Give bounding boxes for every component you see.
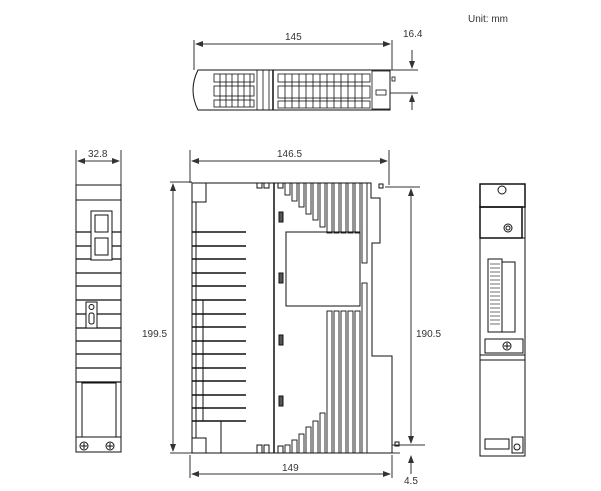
dim-top-width: 145 (285, 32, 302, 43)
dim-top-depth: 16.4 (403, 29, 423, 40)
left-side-view (75, 150, 122, 453)
front-view (170, 150, 425, 478)
top-view (192, 40, 418, 111)
right-side-view (479, 183, 526, 457)
dim-front-height-right: 190.5 (416, 329, 442, 340)
unit-label: Unit: mm (468, 14, 508, 25)
dim-bottom-offset: 4.5 (404, 476, 418, 487)
dim-side-width: 32.8 (88, 149, 108, 160)
dim-front-width-bottom: 149 (282, 463, 299, 474)
dim-front-width-top: 146.5 (277, 149, 303, 160)
dim-front-height-left: 199.5 (142, 329, 168, 340)
